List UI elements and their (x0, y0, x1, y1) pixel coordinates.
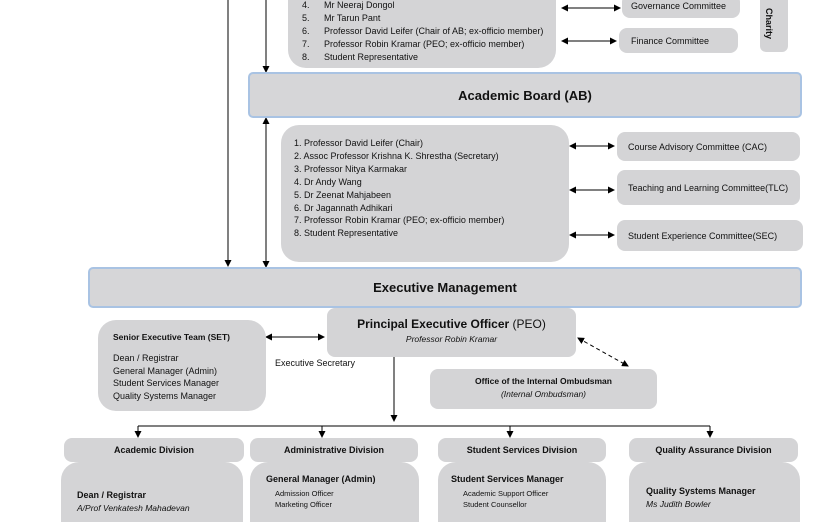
list-item: 4.Mr Neeraj Dongol (302, 0, 395, 10)
ombudsman-subtitle: (Internal Ombudsman) (500, 389, 587, 399)
academic-division-header: Academic Division (64, 438, 244, 462)
executive-management-title: Executive Management (373, 280, 517, 295)
academic-board-band: Academic Board (AB) (248, 72, 802, 118)
academic-division-body: Dean / Registrar A/Prof Venkatesh Mahade… (61, 462, 243, 522)
finance-committee-label: Finance Committee (631, 35, 710, 46)
list-item: General Manager (Admin) (113, 365, 218, 376)
charity-label: Charity (764, 8, 774, 40)
list-item: 6. Dr Jagannath Adhikari (294, 202, 393, 213)
list-item: 4. Dr Andy Wang (294, 176, 362, 187)
division-label: Student Services Division (466, 445, 578, 455)
ab-members-list: 1. Professor David Leifer (Chair) 2. Ass… (294, 137, 504, 240)
peo-box: Principal Executive Officer (PEO) Profes… (327, 308, 576, 357)
list-item: 2. Assoc Professor Krishna K. Shrestha (… (294, 150, 499, 161)
ombudsman-title: Office of the Internal Ombudsman (475, 376, 612, 386)
executive-management-band: Executive Management (88, 267, 802, 308)
list-item: 3. Professor Nitya Karmakar (294, 163, 408, 174)
student-experience-committee-box: Student Experience Committee(SEC) (617, 220, 803, 251)
division-label: Administrative Division (283, 445, 385, 455)
cac-label: Course Advisory Committee (CAC) (628, 141, 768, 152)
ab-members-box: 1. Professor David Leifer (Chair) 2. Ass… (281, 125, 569, 262)
connector-lines (134, 0, 714, 438)
administrative-division-body: General Manager (Admin) Admission Office… (250, 462, 419, 522)
quality-assurance-division-header: Quality Assurance Division (629, 438, 798, 462)
senior-executive-team-box: Senior Executive Team (SET) Dean / Regis… (98, 320, 266, 411)
tlc-label: Teaching and Learning Committee(TLC) (628, 182, 789, 193)
qa-manager-name: Ms Judith Bowler (646, 499, 711, 509)
admin-staff-list: Admission Officer Marketing Officer (275, 489, 334, 510)
quality-systems-manager-label: Quality Systems Manager (646, 486, 756, 496)
set-members-list: Dean / Registrar General Manager (Admin)… (113, 352, 219, 402)
academic-board-title: Academic Board (AB) (458, 87, 592, 103)
ombudsman-box: Office of the Internal Ombudsman (Intern… (430, 369, 657, 409)
course-advisory-committee-box: Course Advisory Committee (CAC) (617, 132, 800, 161)
dean-registrar-label: Dean / Registrar (77, 490, 147, 500)
list-item: Marketing Officer (275, 499, 332, 509)
student-services-manager-label: Student Services Manager (451, 474, 564, 484)
peo-name: Professor Robin Kramar (405, 334, 498, 344)
division-label: Academic Division (113, 445, 195, 455)
quality-assurance-division-body: Quality Systems Manager Ms Judith Bowler (629, 462, 800, 522)
list-item: 7. Professor Robin Kramar (PEO; ex-offic… (294, 215, 505, 226)
list-item: Academic Support Officer (463, 489, 549, 498)
finance-committee-box: Finance Committee (619, 28, 738, 53)
general-manager-label: General Manager (Admin) (266, 474, 376, 484)
list-item: Admission Officer (275, 489, 334, 498)
student-services-division-body: Student Services Manager Academic Suppor… (438, 462, 606, 522)
peo-title: Principal Executive Officer (PEO) (357, 317, 546, 331)
list-item: 7.Professor Robin Kramar (PEO; ex-offici… (302, 39, 525, 49)
charity-box: Charity (760, 0, 788, 52)
executive-secretary-label: Executive Secretary (275, 358, 356, 368)
list-item: 1. Professor David Leifer (Chair) (294, 138, 424, 148)
list-item: 8.Student Representative (302, 52, 419, 62)
student-staff-list: Academic Support Officer Student Counsel… (463, 489, 548, 510)
governance-committee-box: Governance Committee (622, 0, 740, 18)
list-item: 8. Student Representative (294, 228, 399, 239)
sec-label: Student Experience Committee(SEC) (628, 230, 778, 241)
teaching-learning-committee-box: Teaching and Learning Committee(TLC) (617, 170, 800, 205)
list-item: Quality Systems Manager (113, 390, 217, 401)
list-item: Student Counsellor (463, 499, 527, 509)
list-item: Dean / Registrar (113, 353, 179, 363)
board-members-list: 4.Mr Neeraj Dongol 5.Mr Tarun Pant 6.Pro… (302, 0, 543, 64)
list-item: 5.Mr Tarun Pant (302, 13, 381, 23)
list-item: 6.Professor David Leifer (Chair of AB; e… (302, 26, 544, 36)
division-label: Quality Assurance Division (655, 445, 772, 455)
list-item: 5. Dr Zeenat Mahjabeen (294, 189, 392, 200)
dean-name: A/Prof Venkatesh Mahadevan (77, 503, 190, 513)
student-services-division-header: Student Services Division (438, 438, 606, 462)
set-title: Senior Executive Team (SET) (113, 332, 230, 342)
board-members-box: 4.Mr Neeraj Dongol 5.Mr Tarun Pant 6.Pro… (288, 0, 556, 68)
list-item: Student Services Manager (113, 378, 220, 388)
administrative-division-header: Administrative Division (250, 438, 418, 462)
governance-committee-label: Governance Committee (631, 1, 727, 11)
